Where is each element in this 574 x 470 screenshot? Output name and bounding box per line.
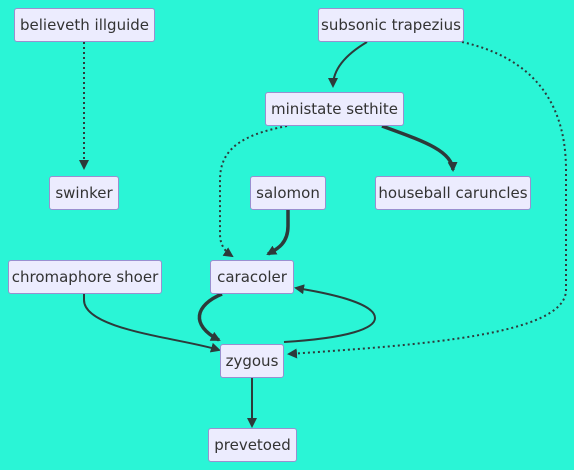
edge-subsonic-trapezius-to-zygous [287,41,567,359]
node-caracoler[interactable]: caracoler [210,260,294,294]
edge-salomon-to-caracoler [266,210,290,256]
node-label: believeth illguide [19,16,150,34]
edge-ministate-sethite-to-caracoler [219,125,288,258]
node-swinker[interactable]: swinker [49,176,119,210]
node-salomon[interactable]: salomon [250,176,326,210]
node-subsonic-trapezius[interactable]: subsonic trapezius [318,8,464,42]
node-label: salomon [256,184,320,202]
edge-zygous-to-caracoler [283,284,377,343]
node-chromaphore-shoer[interactable]: chromaphore shoer [8,260,162,294]
node-label: subsonic trapezius [321,16,461,34]
node-houseball-caruncles[interactable]: houseball caruncles [375,176,531,210]
node-label: zygous [225,352,279,370]
node-ministate-sethite[interactable]: ministate sethite [265,92,404,126]
edge-caracoler-to-zygous [197,292,223,342]
edge-subsonic-trapezius-to-ministate-sethite [328,41,368,88]
edge-ministate-sethite-to-houseball-caruncles [381,124,458,172]
node-label: prevetoed [214,436,291,454]
node-zygous[interactable]: zygous [220,344,284,378]
edge-chromaphore-shoer-to-zygous [83,294,221,353]
node-label: swinker [55,184,113,202]
node-prevetoed[interactable]: prevetoed [208,428,297,462]
node-label: houseball caruncles [378,184,528,202]
node-label: ministate sethite [271,100,398,118]
node-believeth-illguide[interactable]: believeth illguide [14,8,155,42]
node-label: caracoler [217,268,287,286]
node-label: chromaphore shoer [11,268,159,286]
